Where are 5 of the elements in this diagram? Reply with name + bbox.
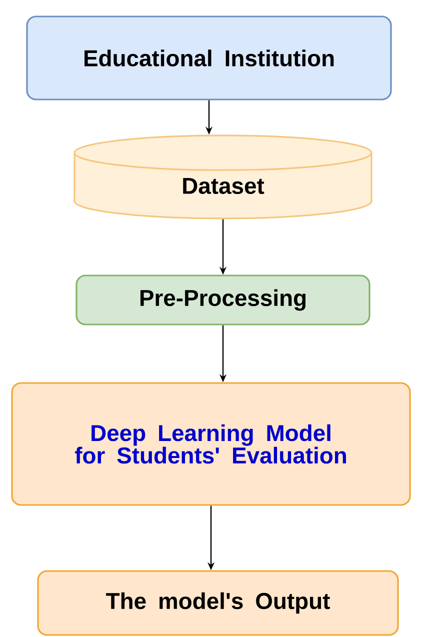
process-box: Pre-Processing <box>76 274 370 326</box>
process-box: Educational Institution <box>26 16 392 100</box>
model-box: Deep Learning Model for Students' Evaluation <box>11 382 411 506</box>
database-cylinder: Dataset <box>74 134 372 220</box>
output-box: The model's Output <box>37 570 399 636</box>
